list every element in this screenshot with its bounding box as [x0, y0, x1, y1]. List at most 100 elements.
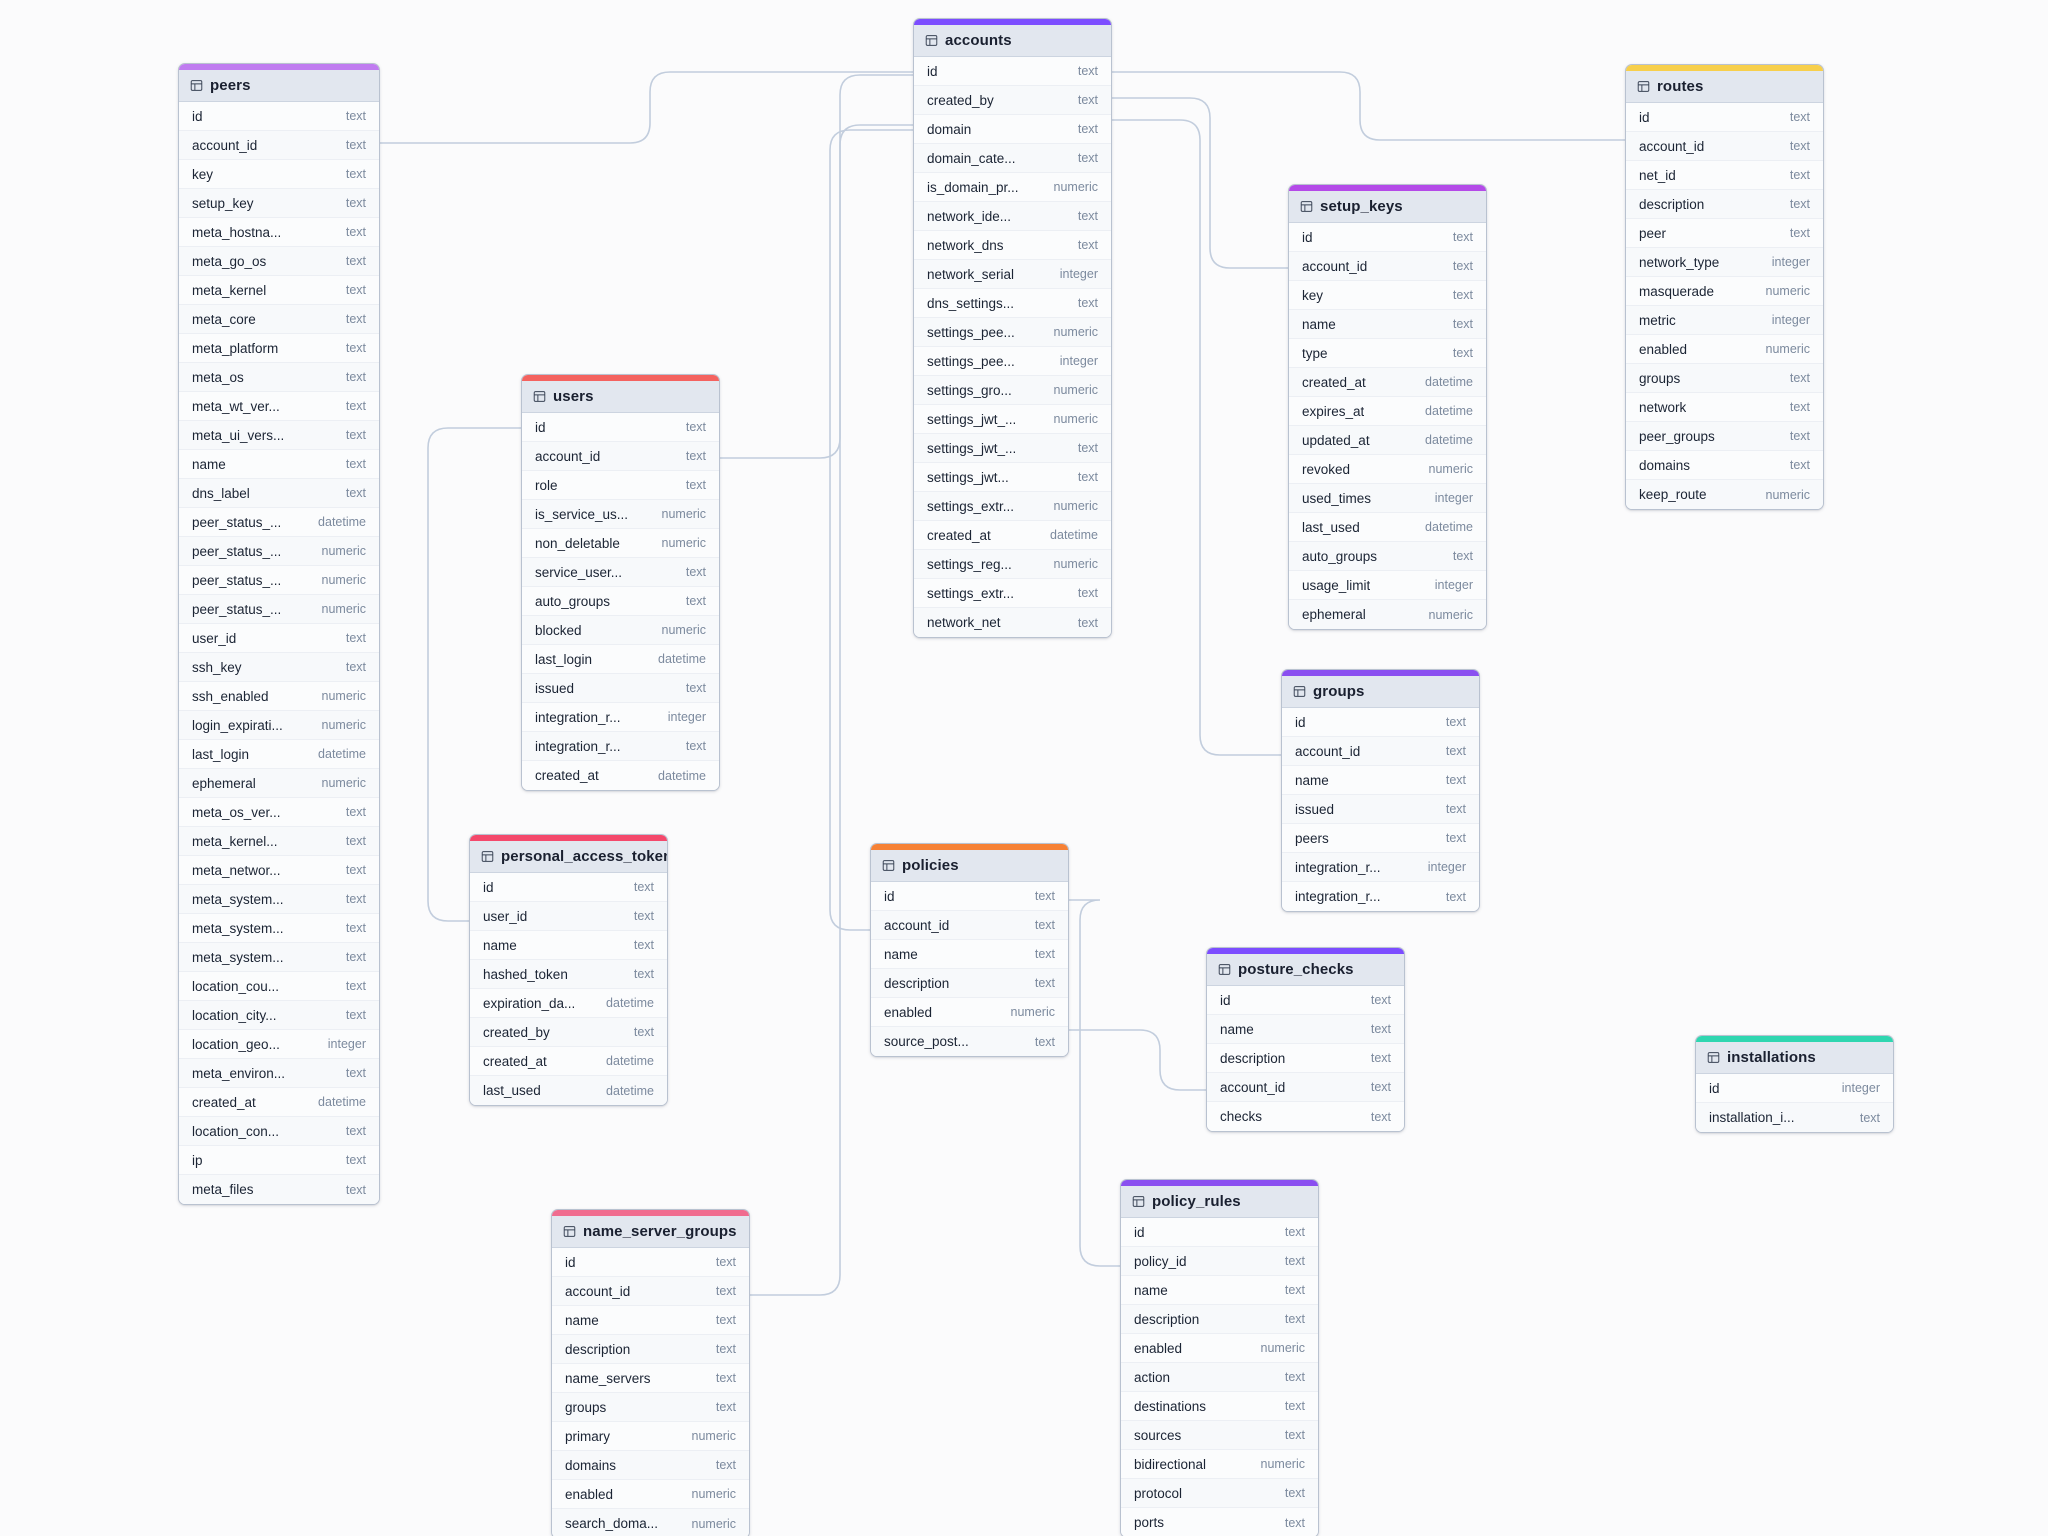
table-header-accounts[interactable]: accounts [914, 25, 1111, 57]
column-row[interactable]: meta_os_ver...text [179, 798, 379, 827]
column-row[interactable]: location_geo...integer [179, 1030, 379, 1059]
column-row[interactable]: peer_status_...numeric [179, 595, 379, 624]
table-header-name_server_groups[interactable]: name_server_groups [552, 1216, 749, 1248]
column-row[interactable]: location_city...text [179, 1001, 379, 1030]
column-row[interactable]: settings_jwt_...text [914, 434, 1111, 463]
column-row[interactable]: settings_jwt_...numeric [914, 405, 1111, 434]
column-row[interactable]: location_cou...text [179, 972, 379, 1001]
table-header-peers[interactable]: peers [179, 70, 379, 102]
table-header-policy_rules[interactable]: policy_rules [1121, 1186, 1318, 1218]
table-header-routes[interactable]: routes [1626, 71, 1823, 103]
column-row[interactable]: search_doma...numeric [552, 1509, 749, 1536]
column-row[interactable]: integration_r...integer [522, 703, 719, 732]
column-row[interactable]: settings_extr...text [914, 579, 1111, 608]
column-row[interactable]: settings_pee...numeric [914, 318, 1111, 347]
column-row[interactable]: expiration_da...datetime [470, 989, 667, 1018]
column-row[interactable]: meta_system...text [179, 943, 379, 972]
column-row[interactable]: dns_settings...text [914, 289, 1111, 318]
column-row[interactable]: meta_wt_ver...text [179, 392, 379, 421]
column-row[interactable]: settings_extr...numeric [914, 492, 1111, 521]
column-row[interactable]: network_ide...text [914, 202, 1111, 231]
column-row[interactable]: login_expirati...numeric [179, 711, 379, 740]
table-header-installations[interactable]: installations [1696, 1042, 1893, 1074]
column-row[interactable]: installation_i...text [1696, 1103, 1893, 1132]
table-header-personal_access_tokens[interactable]: personal_access_tokens [470, 841, 667, 873]
column-row[interactable]: service_user...text [522, 558, 719, 587]
column-row[interactable]: meta_ui_vers...text [179, 421, 379, 450]
column-row[interactable]: meta_system...text [179, 885, 379, 914]
